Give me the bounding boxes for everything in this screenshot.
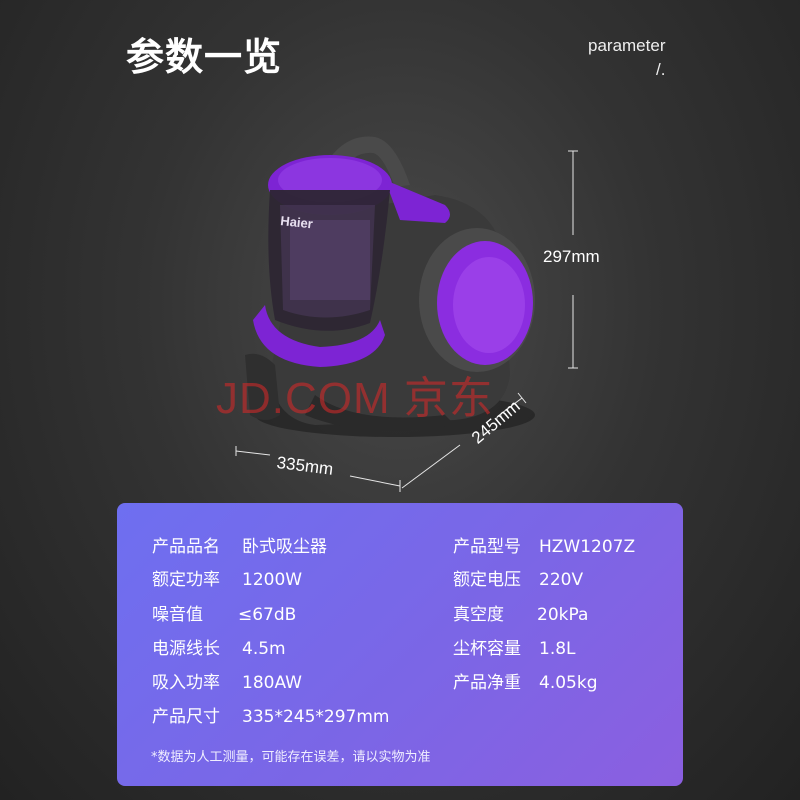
parameter-caption-text: parameter	[588, 36, 666, 55]
spec-row: 产品尺寸 335*245*297mm	[152, 705, 389, 729]
dimension-lines	[235, 150, 578, 492]
parameter-caption-slash: /.	[656, 60, 666, 79]
spec-label: 产品品名	[152, 537, 220, 557]
page-title: 参数一览	[126, 35, 283, 79]
vacuum-cleaner-image: Haier	[245, 136, 535, 437]
disclaimer-note: *数据为人工测量，可能存在误差，请以实物为准	[151, 750, 431, 765]
spec-label: 产品净重	[453, 673, 521, 693]
brand-logo: Haier	[280, 213, 314, 231]
spec-label: 噪音值	[152, 605, 203, 625]
spec-row: 吸入功率 180AW	[152, 671, 302, 695]
height-label: 297mm	[543, 247, 600, 266]
spec-value: ≤67dB	[238, 605, 297, 625]
spec-label: 电源线长	[152, 639, 220, 659]
spec-label: 产品型号	[453, 537, 521, 557]
spec-value: 180AW	[242, 673, 302, 693]
spec-value: HZW1207Z	[539, 537, 636, 557]
spec-row: 产品品名 卧式吸尘器	[152, 535, 327, 559]
spec-label: 尘杯容量	[453, 639, 521, 659]
spec-value: 220V	[539, 570, 584, 590]
watermark: JD.COM 京东	[216, 374, 494, 423]
spec-row: 额定功率 1200W	[152, 568, 302, 592]
spec-label: 额定电压	[453, 570, 521, 590]
spec-row: 电源线长 4.5m	[152, 637, 286, 661]
spec-row: 额定电压 220V	[453, 568, 583, 592]
spec-value: 335*245*297mm	[242, 707, 390, 727]
spec-row: 产品净重 4.05kg	[453, 671, 598, 695]
spec-row: 产品型号 HZW1207Z	[453, 535, 635, 559]
parameter-caption: parameter /.	[588, 34, 665, 82]
spec-value: 卧式吸尘器	[242, 537, 327, 557]
spec-value: 1200W	[242, 570, 303, 590]
spec-value: 1.8L	[539, 639, 576, 659]
spec-value: 4.5m	[242, 639, 286, 659]
spec-row: 尘杯容量 1.8L	[453, 637, 576, 661]
spec-card	[117, 503, 683, 786]
spec-label: 额定功率	[152, 570, 220, 590]
spec-label: 吸入功率	[152, 673, 220, 693]
spec-label: 真空度	[453, 605, 504, 625]
spec-row: 噪音值 ≤67dB	[152, 603, 296, 627]
spec-value: 4.05kg	[539, 673, 598, 693]
spec-value: 20kPa	[537, 605, 589, 625]
spec-row: 真空度 20kPa	[453, 603, 588, 627]
spec-label: 产品尺寸	[152, 707, 220, 727]
